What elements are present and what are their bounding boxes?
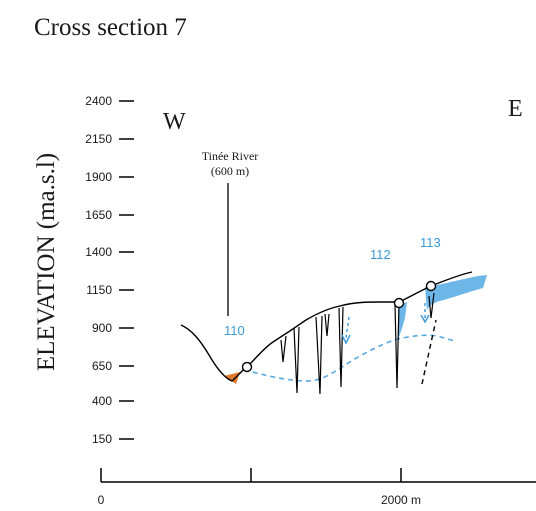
y-tick-label: 650 [92,359,112,373]
y-tick-label: 2150 [85,132,112,146]
orange-deposit [224,372,240,384]
diagram-title: Cross section 7 [34,14,187,41]
point-label: 113 [420,235,441,250]
x-tick-label: 0 [98,493,105,507]
x-axis: 0 2000 m [98,468,536,507]
dashed-subsurface-line [243,334,457,382]
y-tick-label: 150 [92,432,112,446]
fracture-line [293,326,300,394]
x-tick-label: 2000 m [381,493,421,507]
y-tick-label: 2400 [85,94,112,108]
dashed-fault-line [421,319,437,385]
y-tick-label: 1650 [85,208,112,222]
point-label: 112 [370,247,391,262]
point-label: 110 [224,323,245,338]
fracture-line [315,315,323,395]
y-axis: 2400 2150 1900 1650 1400 1150 900 650 40… [85,94,134,446]
y-axis-label: ELEVATION (ma.s.l) [33,153,60,371]
sample-point-113 [425,280,437,292]
west-label: W [163,109,186,135]
y-tick-label: 1900 [85,170,112,184]
fracture-line [394,302,400,389]
sample-point-110 [241,361,253,373]
east-label: E [508,96,523,122]
sample-point-112 [393,297,405,309]
blue-deposit-middle [398,302,407,340]
fracture-line [280,335,287,363]
y-tick-label: 1400 [85,245,112,259]
fracture-line [428,292,435,319]
displacement-arrow [420,303,430,324]
fracture-line [324,313,330,337]
y-tick-label: 900 [92,321,112,335]
topographic-profile [180,271,473,382]
river-name: Tinée River [202,149,259,163]
y-tick-label: 1150 [86,283,112,297]
blue-deposit-upper [425,275,487,310]
river-elevation: (600 m) [211,164,249,178]
y-tick-label: 400 [92,394,112,408]
fracture-line [338,306,344,388]
displacement-arrow [341,316,351,345]
